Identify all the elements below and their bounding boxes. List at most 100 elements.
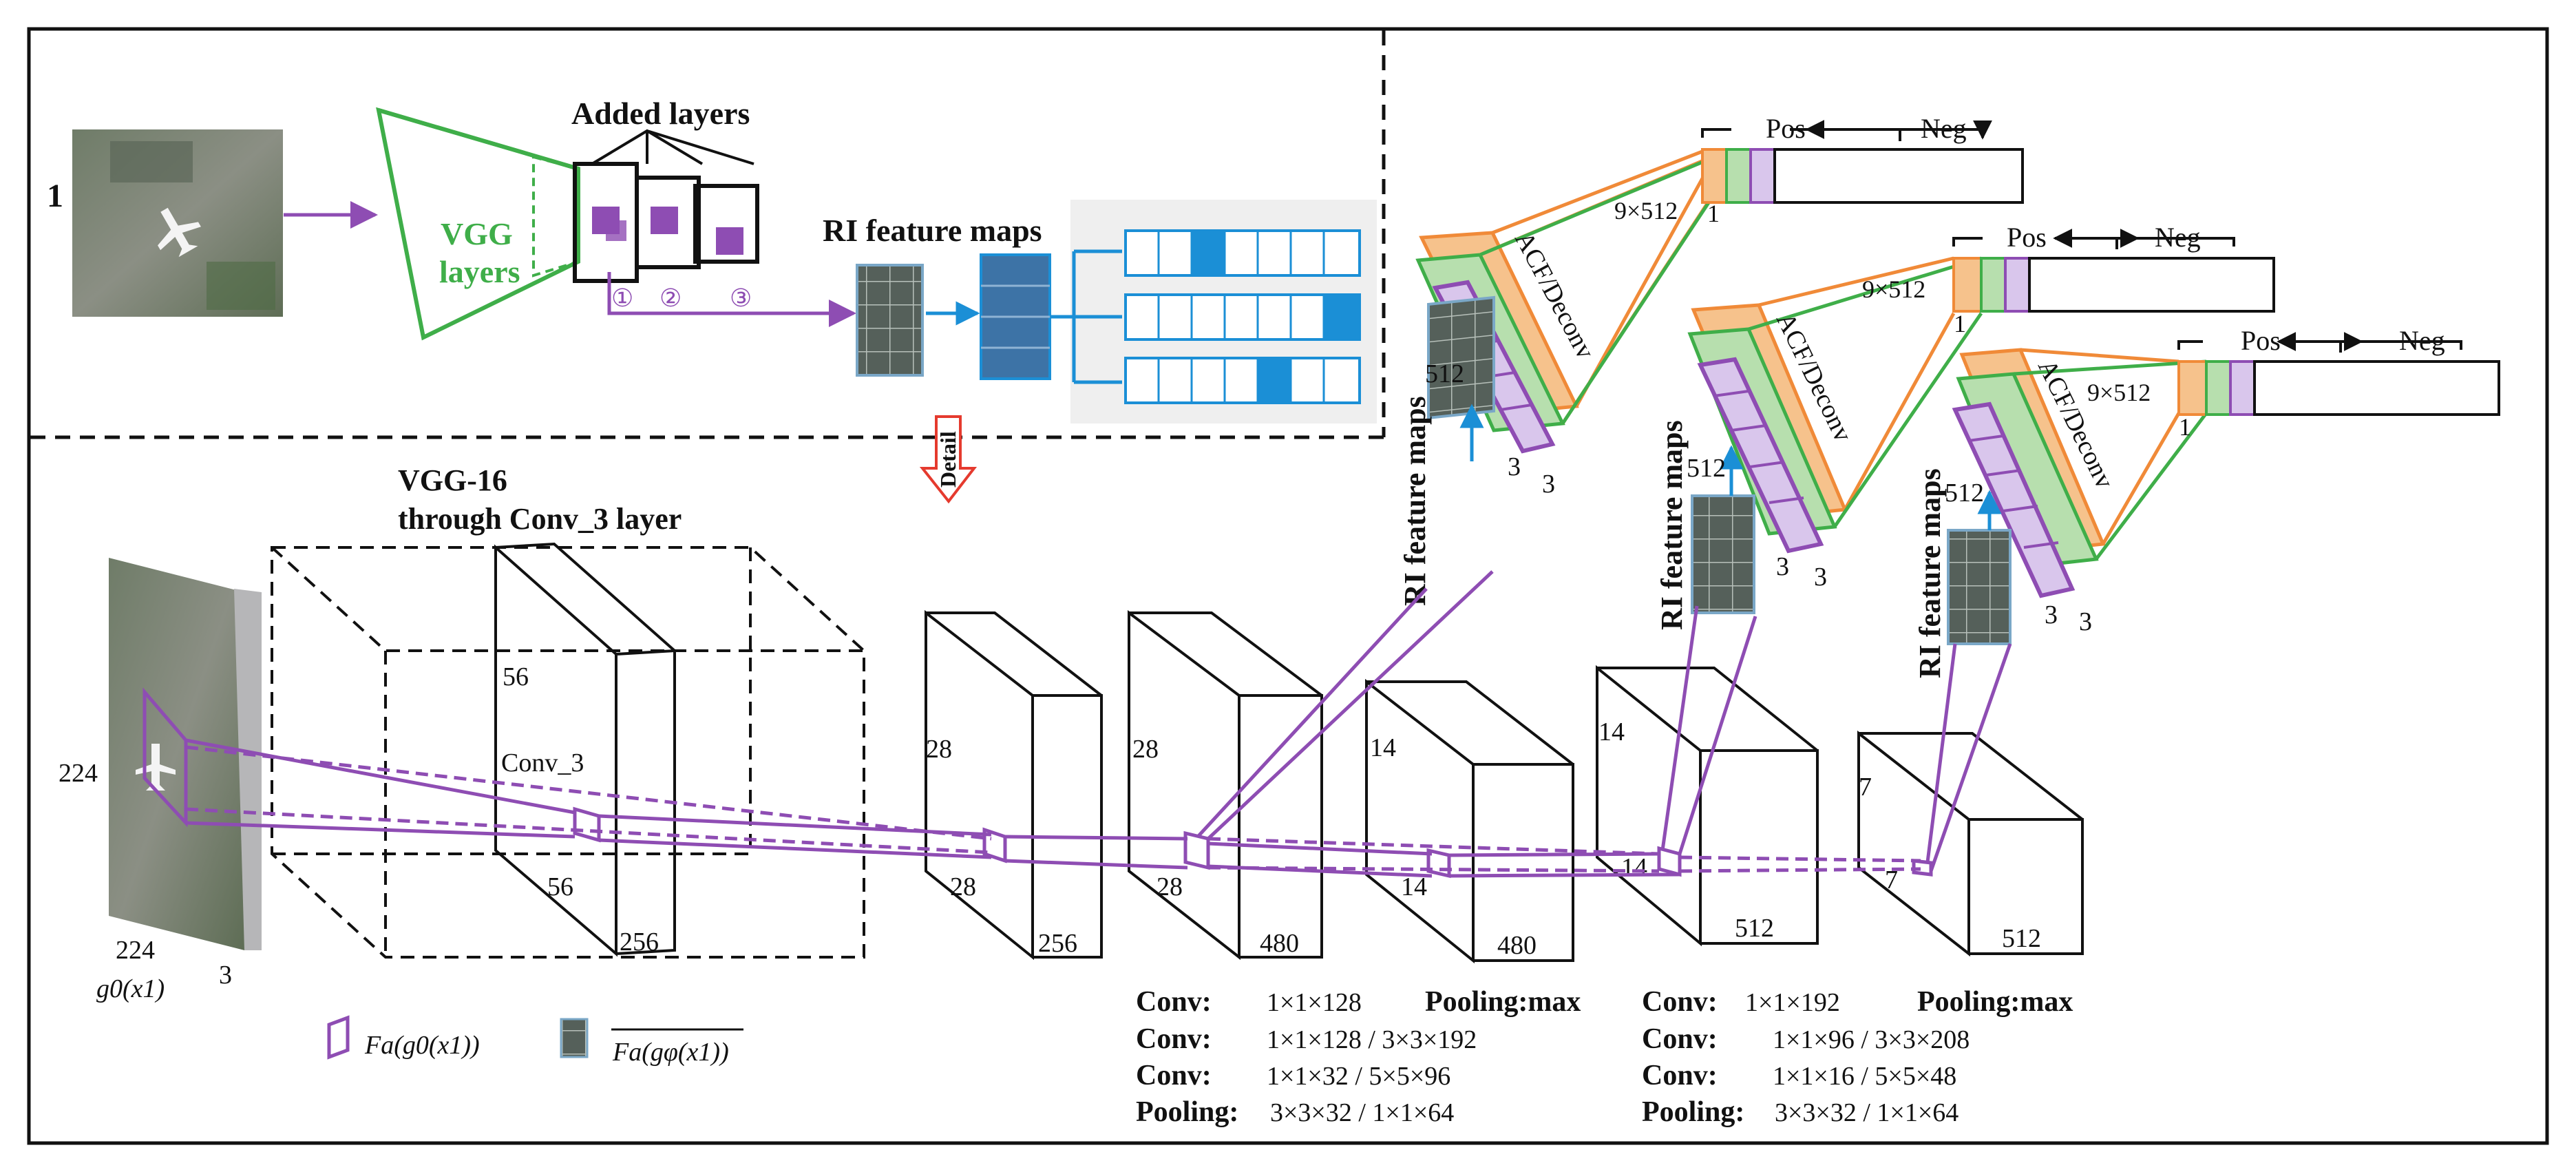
block3-h: 28 <box>1132 735 1159 764</box>
vgg-layers-block <box>376 107 580 341</box>
spec-right-row2-label: Conv: <box>1642 1023 1718 1055</box>
legend-label-1: Fa(g0(x1)) <box>364 1031 480 1060</box>
spec-right-row4-label: Pooling: <box>1642 1096 1744 1128</box>
spec-left-row2-value: 1×1×128 / 3×3×192 <box>1267 1025 1477 1054</box>
block6-c: 512 <box>2002 924 2041 953</box>
block3-c: 480 <box>1260 929 1299 958</box>
spec-left-row3-value: 1×1×32 / 5×5×96 <box>1267 1062 1450 1091</box>
detail-arrow <box>919 415 978 504</box>
spec-left-row4-value: 3×3×32 / 1×1×64 <box>1270 1098 1454 1127</box>
block2 <box>925 609 1103 961</box>
vgg-layers-label-1: VGG <box>441 216 513 251</box>
spec-right-row3-value: 1×1×16 / 5×5×48 <box>1773 1062 1956 1091</box>
head1-side: 512 <box>1425 359 1464 388</box>
vgg16-dashed-box <box>271 546 865 959</box>
spec-right-row2-value: 1×1×96 / 3×3×208 <box>1773 1025 1970 1054</box>
block5-w: 14 <box>1621 853 1647 882</box>
block5-h: 14 <box>1598 718 1625 746</box>
detection-head-3 <box>1947 332 2500 645</box>
added-layer-1 <box>573 162 639 283</box>
head2-side: 512 <box>1687 454 1726 483</box>
ri-map-small-top <box>856 264 924 377</box>
input-w: 224 <box>116 936 155 965</box>
block4-h: 14 <box>1370 733 1396 762</box>
input-c: 3 <box>219 961 232 990</box>
spec-right-row1-extra: Pooling:max <box>1917 986 2073 1018</box>
output-vectors-panel <box>1050 200 1377 423</box>
block2-h: 28 <box>926 735 952 764</box>
added-layer-2 <box>635 176 701 269</box>
input-h: 224 <box>59 759 98 788</box>
spec-right-row3-label: Conv: <box>1642 1060 1718 1091</box>
added-layer-3 <box>693 184 759 264</box>
head3-pos: Pos <box>2241 325 2281 356</box>
block2-c: 256 <box>1038 929 1077 958</box>
spec-left-row1-label: Conv: <box>1136 986 1212 1018</box>
block6-w: 7 <box>1885 866 1898 894</box>
vgg16-title-1: VGG-16 <box>398 463 507 497</box>
spec-left-row3-label: Conv: <box>1136 1060 1212 1091</box>
block2-w: 28 <box>950 872 976 901</box>
feature-map-grid-lines <box>981 284 1050 349</box>
head3-neg: Neg <box>2399 325 2445 356</box>
head1-neg: Neg <box>1921 113 1967 144</box>
block4-c: 480 <box>1497 931 1537 960</box>
head1-dim: 9×512 <box>1614 197 1678 224</box>
step-number: 1 <box>47 178 63 214</box>
block1-c: 256 <box>620 928 659 956</box>
added-layers-bracket <box>591 129 754 165</box>
spec-right-row1-value: 1×1×192 <box>1745 988 1840 1017</box>
projection-lines <box>142 570 2012 879</box>
head3-k2: 3 <box>2079 607 2092 636</box>
legend-icon-2 <box>560 1018 589 1058</box>
arrow-added-to-ri <box>607 272 856 327</box>
input-label: g0(x1) <box>96 974 165 1003</box>
head1-one: 1 <box>1707 200 1720 227</box>
head1-k2: 3 <box>1542 470 1555 499</box>
block3 <box>1128 610 1323 961</box>
circle-label-2: ② <box>659 284 682 312</box>
head2-one: 1 <box>1954 310 1966 337</box>
block1-conv: Conv_3 <box>501 749 584 777</box>
head3-k1: 3 <box>2045 600 2058 629</box>
detail-label: Detail <box>936 431 960 488</box>
head3-ri-label: RI feature maps <box>1913 468 1947 678</box>
block4 <box>1365 678 1574 964</box>
head2-k1: 3 <box>1776 552 1789 581</box>
legend-label-2: Fa(gφ(x1)) <box>612 1038 729 1067</box>
block5 <box>1596 665 1819 947</box>
head1-ri-label: RI feature maps <box>1398 396 1432 606</box>
block1-w: 56 <box>547 872 573 901</box>
vgg16-title-2: through Conv_3 layer <box>398 502 682 536</box>
input-image-bottom <box>109 558 262 950</box>
head2-dim: 9×512 <box>1862 275 1925 303</box>
block1-conv3 <box>494 542 676 957</box>
head2-pos: Pos <box>2007 222 2047 253</box>
block5-c: 512 <box>1735 914 1774 943</box>
spec-right: Conv: 1×1×192 Pooling:max Conv: 1×1×96 /… <box>1642 986 2073 1128</box>
ri-feature-maps-top-label: RI feature maps <box>823 213 1042 248</box>
head3-side: 512 <box>1945 479 1984 507</box>
block3-w: 28 <box>1157 872 1183 901</box>
block1-h: 56 <box>503 662 529 691</box>
block4-w: 14 <box>1401 872 1427 901</box>
spec-left-row1-value: 1×1×128 <box>1267 988 1362 1017</box>
head3-dim: 9×512 <box>2087 379 2151 406</box>
spec-left-row2-label: Conv: <box>1136 1023 1212 1055</box>
input-image-top <box>72 129 283 317</box>
vgg-layers-label-2: layers <box>439 254 520 289</box>
block6 <box>1857 730 2084 957</box>
block6-h: 7 <box>1859 773 1872 802</box>
spec-left-row4-label: Pooling: <box>1136 1096 1238 1128</box>
head2-k2: 3 <box>1814 563 1827 592</box>
detection-head-2 <box>1687 229 2275 614</box>
head1-pos: Pos <box>1766 113 1806 144</box>
spec-left: Conv: 1×1×128 Pooling:max Conv: 1×1×128 … <box>1136 986 1581 1128</box>
head1-k1: 3 <box>1508 452 1521 481</box>
spec-right-row1-label: Conv: <box>1642 986 1718 1018</box>
added-layers-label: Added layers <box>571 96 750 131</box>
detection-head-1 <box>1415 129 2024 461</box>
spec-right-row4-value: 3×3×32 / 1×1×64 <box>1775 1098 1959 1127</box>
legend-icon-1 <box>327 1015 350 1060</box>
